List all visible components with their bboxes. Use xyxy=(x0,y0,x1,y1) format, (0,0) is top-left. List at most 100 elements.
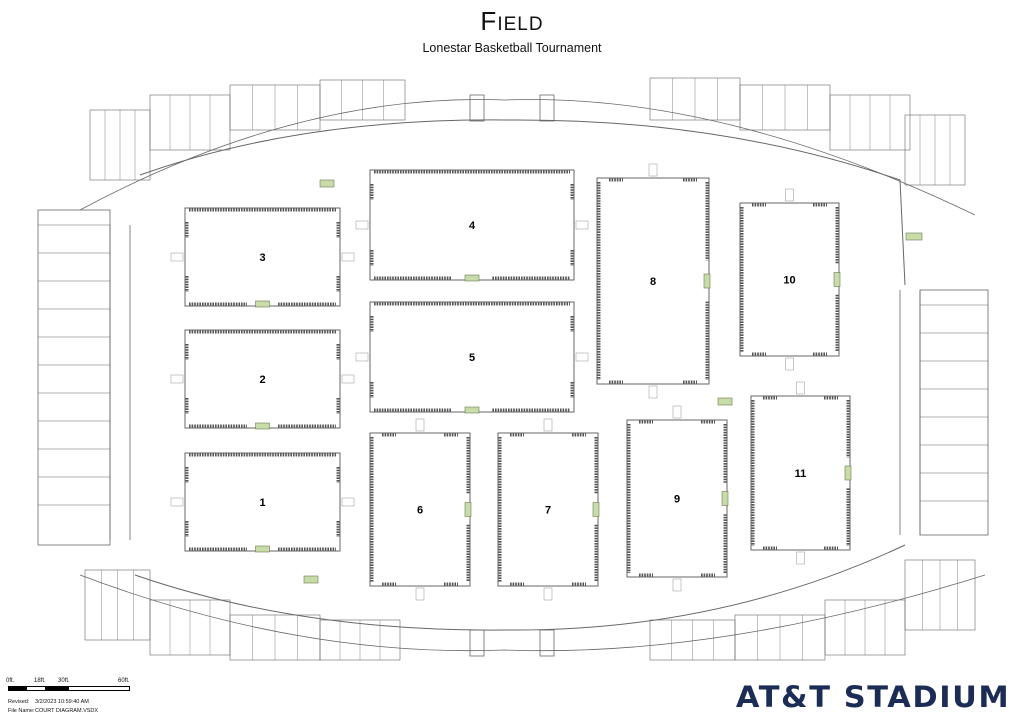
tables-layer xyxy=(255,179,923,584)
tunnel xyxy=(469,94,485,122)
court-number: 6 xyxy=(417,505,423,517)
scorer-table xyxy=(319,179,335,188)
scale-label: 0ft. xyxy=(6,678,15,684)
scorer-table xyxy=(717,397,733,406)
tunnel xyxy=(539,94,555,122)
tunnel xyxy=(469,629,485,657)
stadium-outline xyxy=(37,77,989,661)
court-boundary xyxy=(369,432,471,587)
east-suites xyxy=(919,289,989,536)
court-number: 3 xyxy=(259,252,265,264)
court-number: 4 xyxy=(469,220,476,232)
court-boundary xyxy=(497,432,599,587)
page-title-initial: F xyxy=(480,6,498,36)
court-10: 10 xyxy=(739,188,840,371)
hoop-sign xyxy=(648,163,658,177)
scale-bar: 0ft. 18ft. 30ft. 60ft. xyxy=(6,678,138,698)
court-8: 8 xyxy=(596,163,710,399)
court-number: 10 xyxy=(783,275,795,287)
scorer-table xyxy=(833,272,841,287)
hoop-sign xyxy=(543,587,553,601)
west-suites xyxy=(37,209,111,546)
court-number: 7 xyxy=(545,505,551,517)
revised-value: 3/2/2023 10:59:40 AM xyxy=(35,699,89,705)
court-boundary xyxy=(626,419,728,578)
file-name-value: COURT DIAGRAM.VSDX xyxy=(35,708,99,714)
scale-label: 18ft. xyxy=(34,678,46,684)
scorer-table xyxy=(303,575,319,584)
scorer-table xyxy=(721,491,729,506)
file-name-label: File Name: xyxy=(8,708,35,714)
page-title: FIELD xyxy=(480,6,543,36)
revised-label: Revised: xyxy=(8,699,30,705)
hoop-sign xyxy=(543,418,553,432)
hoop-sign xyxy=(170,252,184,262)
court-number: 5 xyxy=(469,352,475,364)
court-6: 6 xyxy=(369,418,471,601)
courts-layer: 1 2 3 4 5 6 7 8 9 10 11 xyxy=(170,163,851,601)
court-4: 4 xyxy=(355,169,589,281)
hoop-sign xyxy=(170,374,184,384)
court-boundary xyxy=(184,329,341,429)
court-boundary xyxy=(369,301,575,413)
hoop-sign xyxy=(575,352,589,362)
hoop-sign xyxy=(415,418,425,432)
court-boundary xyxy=(739,202,840,357)
stadium-logo: AT&T STADIUM xyxy=(735,680,1010,714)
court-7: 7 xyxy=(497,418,599,601)
scorer-table xyxy=(464,406,480,414)
hoop-sign xyxy=(672,578,682,592)
hoop-sign xyxy=(341,252,355,262)
court-5: 5 xyxy=(355,301,589,413)
hoop-sign xyxy=(796,381,805,395)
east-wall xyxy=(899,290,921,535)
hoop-sign xyxy=(672,405,682,419)
court-number: 11 xyxy=(795,468,807,480)
seating-edge-top xyxy=(139,119,906,286)
court-number: 9 xyxy=(674,494,680,506)
hoop-sign xyxy=(355,220,369,230)
hoop-sign xyxy=(415,587,425,601)
court-boundary xyxy=(369,169,575,281)
hoop-sign xyxy=(341,374,355,384)
scorer-table xyxy=(905,232,923,241)
court-3: 3 xyxy=(170,207,355,307)
scorer-table xyxy=(464,502,472,517)
page-subtitle: Lonestar Basketball Tournament xyxy=(422,41,602,55)
hoop-sign xyxy=(648,385,658,399)
court-boundary xyxy=(184,207,341,307)
court-11: 11 xyxy=(750,381,851,565)
hoop-sign xyxy=(796,551,805,565)
page-title-wrap: FIELD xyxy=(0,6,1024,37)
scorer-table xyxy=(703,273,711,289)
scale-label: 60ft. xyxy=(118,678,130,684)
court-boundary xyxy=(184,452,341,552)
scale-bar-graphic xyxy=(8,686,130,691)
hoop-sign xyxy=(575,220,589,230)
scorer-table xyxy=(464,274,480,282)
hoop-sign xyxy=(170,497,184,507)
court-number: 1 xyxy=(259,497,265,509)
court-boundary xyxy=(750,395,851,551)
hoop-sign xyxy=(785,188,794,202)
scorer-table xyxy=(592,502,600,517)
hoop-sign xyxy=(355,352,369,362)
hoop-sign xyxy=(785,357,794,371)
court-1: 1 xyxy=(170,452,355,552)
scorer-table xyxy=(255,300,270,308)
court-number: 2 xyxy=(259,374,265,386)
page-title-rest: IELD xyxy=(497,14,544,35)
concourse-bottom xyxy=(79,574,986,652)
scorer-table xyxy=(844,465,852,481)
court-number: 8 xyxy=(650,276,656,288)
scorer-table xyxy=(255,422,270,430)
tunnel xyxy=(539,629,555,657)
west-wall xyxy=(109,225,131,540)
scorer-table xyxy=(255,545,270,553)
scale-label: 30ft. xyxy=(58,678,70,684)
court-2: 2 xyxy=(170,329,355,429)
court-9: 9 xyxy=(626,405,728,592)
file-info: Revised: 3/2/2023 10:59:40 AM File Name:C… xyxy=(8,698,98,716)
concourse-top xyxy=(79,99,976,216)
